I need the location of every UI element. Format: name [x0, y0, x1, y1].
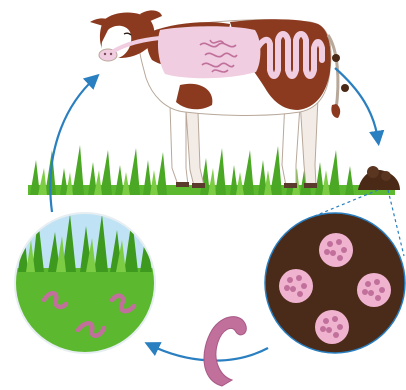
larva-worm-icon — [204, 317, 246, 386]
pasture-larvae-circle — [10, 210, 160, 368]
egg — [279, 269, 313, 303]
cow-host — [90, 10, 340, 188]
egg — [315, 310, 349, 344]
egg — [319, 233, 353, 267]
magnified-eggs-circle — [260, 210, 406, 360]
arrow-cow-to-dung — [335, 68, 378, 140]
egg — [357, 273, 391, 307]
dung-pile — [358, 166, 400, 190]
pasture-grass-strip — [28, 145, 395, 195]
